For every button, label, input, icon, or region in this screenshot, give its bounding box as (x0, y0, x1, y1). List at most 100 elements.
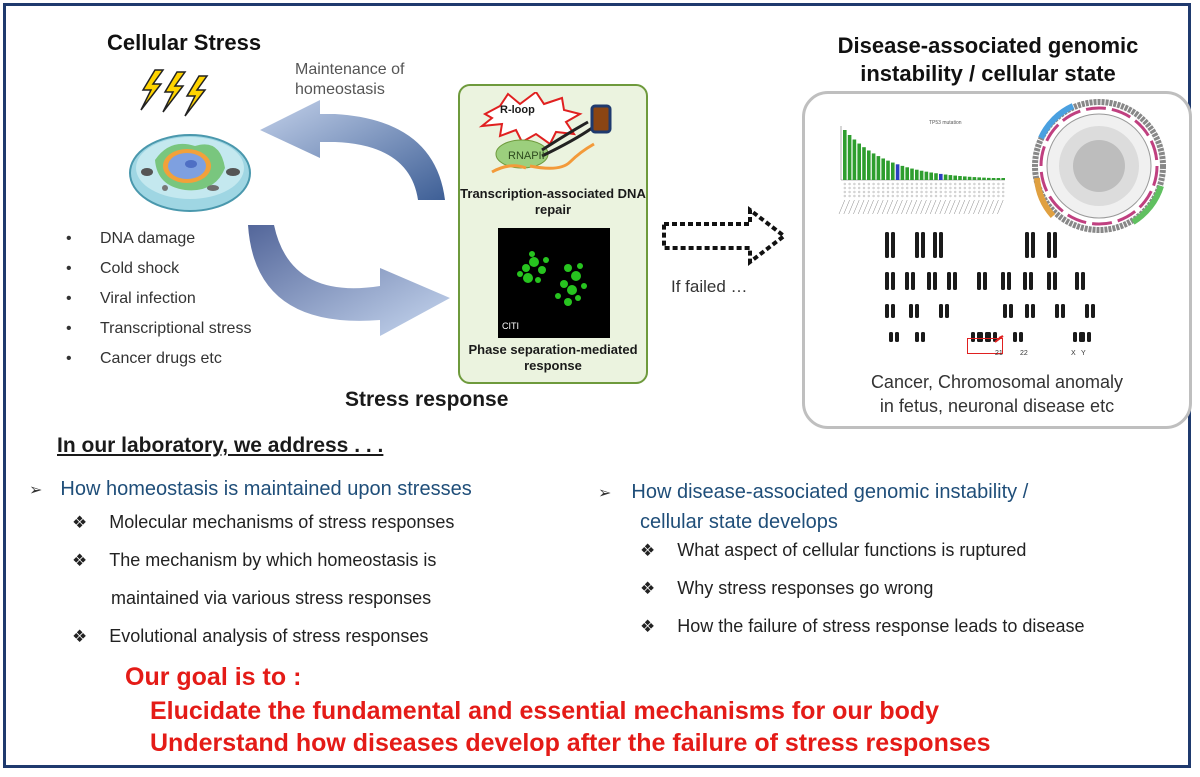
maintenance-label: Maintenance of homeostasis (295, 61, 405, 98)
left-item: Molecular mechanisms of stress responses (109, 512, 455, 532)
thumb-dot (872, 182, 875, 186)
chromosome-glyph (1029, 272, 1033, 290)
chromosome-glyph (1053, 232, 1057, 258)
thumb-tick (997, 199, 1004, 215)
thumb-dot (925, 182, 928, 186)
diamond-bullet-icon: ❖ (72, 551, 88, 570)
thumb-dot (944, 182, 947, 186)
thumb-dot (968, 182, 971, 186)
right-item: Why stress responses go wrong (677, 578, 934, 598)
thumb-dot (901, 186, 904, 190)
microscopy-image: CITI (498, 228, 610, 338)
chromosome-glyph (891, 232, 895, 258)
stress-item: Transcriptional stress (62, 320, 251, 350)
chromosome-glyph (885, 304, 889, 318)
thumb-bar (895, 164, 900, 180)
thumb-tick (862, 199, 870, 215)
thumb-dot (929, 190, 933, 194)
thumb-dot (973, 182, 976, 186)
thumb-dot (934, 190, 938, 194)
diamond-bullet-icon: ❖ (72, 513, 88, 532)
thumb-dot (920, 186, 923, 190)
chromosome-glyph (927, 272, 931, 290)
thumb-bar (843, 130, 847, 180)
thumb-dot (953, 186, 957, 190)
thumb-dot (939, 190, 943, 194)
thumb-dot (949, 194, 952, 198)
thumb-tick (915, 199, 922, 215)
thumb-dot (915, 186, 919, 190)
thumb-dot (862, 190, 866, 194)
thumb-dot (968, 190, 971, 194)
thumb-tick (929, 199, 937, 215)
thumb-dot (886, 194, 890, 198)
thumb-tick (881, 199, 889, 215)
chromosome-glyph (1009, 304, 1013, 318)
disease-panel: TP53 mutation 21 22 X Y Cancer, Chromoso… (802, 91, 1192, 429)
thumb-tick (953, 199, 961, 215)
thumb-tick (949, 199, 956, 215)
disease-title-line1: Disease-associated genomic (837, 33, 1139, 58)
thumb-tick (910, 199, 918, 215)
disease-caption: Cancer, Chromosomal anomaly in fetus, ne… (805, 370, 1189, 418)
chromosome-glyph (953, 272, 957, 290)
thumb-dot (891, 194, 895, 198)
thumb-dot (872, 190, 875, 194)
left-item-cont: maintained via various stress responses (111, 588, 432, 608)
stress-item: Cold shock (62, 260, 251, 290)
thumb-dot (901, 194, 904, 198)
chromosome-glyph (921, 232, 925, 258)
thumb-dot (958, 186, 962, 190)
thumb-dot (1001, 186, 1005, 190)
thumb-tick (982, 199, 990, 215)
thumb-dot (848, 182, 851, 186)
left-item: The mechanism by which homeostasis is (109, 550, 437, 570)
thumb-dot (992, 182, 995, 186)
chromosome-glyph (915, 304, 919, 318)
thumb-dot (891, 190, 895, 194)
thumb-dot (881, 190, 885, 194)
chromosome-glyph (979, 332, 983, 342)
circos-plot (1032, 99, 1166, 233)
thumb-bar (1001, 178, 1005, 180)
thumb-tick (891, 199, 898, 215)
thumb-dot (862, 186, 866, 190)
right-head-line1: How disease-associated genomic instabili… (631, 481, 1029, 503)
thumb-bar (862, 147, 866, 180)
chromosome-glyph (1007, 272, 1011, 290)
thumb-dot (987, 182, 991, 186)
goal-line-2: Understand how diseases develop after th… (150, 729, 991, 757)
thumb-dot (925, 186, 928, 190)
thumb-dot (949, 190, 952, 194)
thumb-dot (963, 186, 967, 190)
thumb-dot (997, 190, 1000, 194)
if-failed-label: If failed … (671, 277, 748, 296)
thumb-dot (867, 186, 870, 190)
dotted-arrow (662, 205, 788, 267)
chromosome-glyph (1013, 332, 1017, 342)
burst-icon (478, 92, 583, 146)
thumb-dot (910, 186, 914, 190)
caption-line1: Cancer, Chromosomal anomaly (870, 372, 1124, 392)
chromosome-glyph (889, 332, 893, 342)
thumb-bar (948, 175, 953, 180)
chromosome-glyph (891, 272, 895, 290)
thumb-bar (871, 153, 876, 180)
thumb-tick (968, 199, 975, 215)
thumb-tick (944, 199, 951, 215)
thumb-bar (977, 177, 981, 180)
thumb-dot (910, 194, 914, 198)
chromosome-glyph (993, 332, 997, 342)
chromosome-glyph (983, 272, 987, 290)
cycle-arrows (248, 100, 450, 336)
thumb-dot (920, 182, 923, 186)
thumb-dot (848, 190, 851, 194)
pointer-arrow-icon (994, 335, 1004, 343)
thumb-dot (877, 194, 880, 198)
phase-label: Phase separation-mediated response (468, 342, 638, 373)
thumb-dot (910, 182, 914, 186)
thumb-dot (910, 190, 914, 194)
thumb-bar (852, 139, 857, 180)
arrow-bullet-icon: ➢ (29, 482, 43, 499)
chromosome-glyph (933, 232, 937, 258)
